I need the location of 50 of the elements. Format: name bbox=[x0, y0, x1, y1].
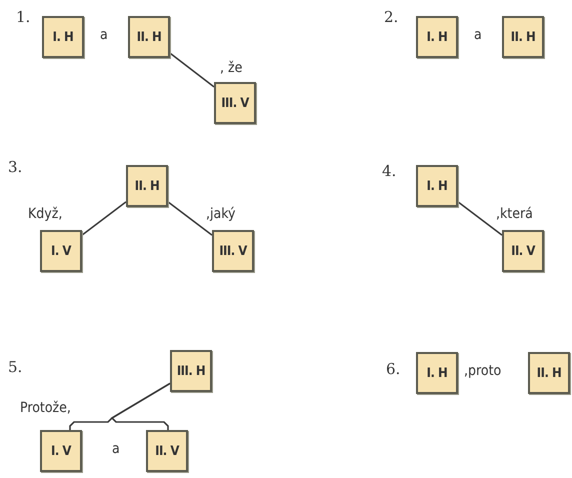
connector-line bbox=[170, 52, 214, 88]
connector-line bbox=[458, 201, 502, 236]
clause-box bbox=[42, 16, 84, 58]
clause-box bbox=[214, 82, 256, 124]
clause-box bbox=[146, 430, 188, 472]
clause-label: I. H bbox=[426, 30, 448, 44]
item-number: 5. bbox=[8, 358, 22, 376]
clause-label: II. H bbox=[536, 366, 562, 380]
clause-box bbox=[40, 230, 82, 272]
clause-label: I. H bbox=[426, 366, 448, 380]
conjunction-label: ,jaký bbox=[206, 206, 236, 222]
conjunction-label: Když, bbox=[28, 206, 62, 222]
clause-label: III. V bbox=[219, 244, 247, 258]
clause-label: II. V bbox=[155, 444, 179, 458]
clause-label: II. V bbox=[511, 244, 535, 258]
clause-box bbox=[126, 165, 168, 207]
clause-box bbox=[416, 165, 458, 207]
clause-box bbox=[528, 352, 570, 394]
clause-label: II. H bbox=[136, 30, 162, 44]
clause-box bbox=[502, 16, 544, 58]
clause-label: I. V bbox=[51, 444, 71, 458]
connector-line bbox=[82, 201, 126, 236]
conjunction-label: a bbox=[112, 441, 120, 457]
conjunction-label: a bbox=[100, 27, 108, 43]
clause-box bbox=[502, 230, 544, 272]
clause-box bbox=[40, 430, 82, 472]
clause-box bbox=[170, 350, 212, 392]
conjunction-label: a bbox=[474, 27, 482, 43]
clause-label: I. H bbox=[52, 30, 74, 44]
conjunction-label: ,proto bbox=[464, 363, 502, 379]
item-number: 1. bbox=[16, 8, 30, 26]
clause-label: I. H bbox=[426, 178, 448, 194]
clause-label: III. H bbox=[176, 364, 206, 378]
clause-box bbox=[416, 352, 458, 394]
item-number: 2. bbox=[384, 8, 398, 26]
item-number: 4. bbox=[382, 162, 396, 180]
conjunction-label: Protože, bbox=[20, 400, 71, 416]
clause-label: II. H bbox=[510, 30, 536, 44]
clause-label: II. H bbox=[134, 178, 160, 194]
brace-connector bbox=[110, 382, 170, 430]
clause-box bbox=[128, 16, 170, 58]
clause-label: I. V bbox=[51, 244, 71, 258]
connector-line bbox=[168, 201, 212, 236]
conjunction-label: ,která bbox=[496, 206, 533, 222]
item-number: 3. bbox=[8, 158, 22, 176]
clause-box bbox=[416, 16, 458, 58]
clause-box bbox=[212, 230, 254, 272]
conjunction-label: , že bbox=[220, 60, 242, 76]
clause-label: III. V bbox=[221, 96, 249, 110]
item-number: 6. bbox=[386, 360, 400, 378]
